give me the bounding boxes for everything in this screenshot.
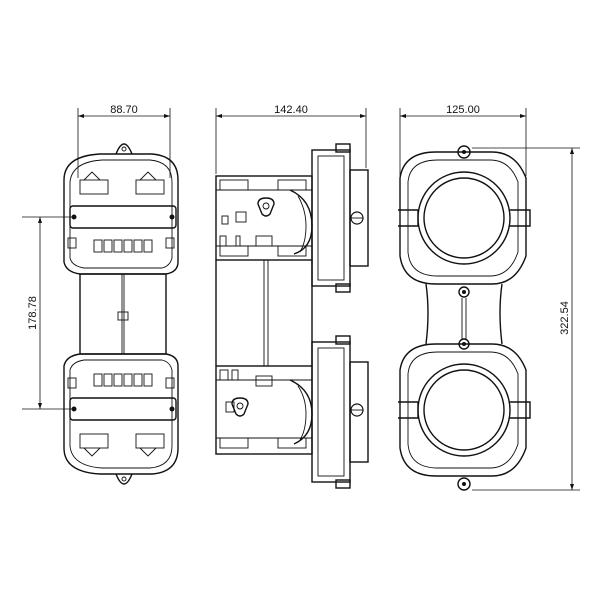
side-width-label: 142.40 <box>274 104 308 116</box>
front-width-dimension: 88.70 <box>77 104 171 178</box>
end-width-label: 125.00 <box>446 104 480 116</box>
side-view <box>215 143 369 489</box>
front-spacing-label: 178.78 <box>27 296 39 330</box>
end-height-dimension: 322.54 <box>472 147 580 491</box>
side-width-dimension: 142.40 <box>215 104 367 174</box>
front-view <box>63 143 179 485</box>
end-height-label: 322.54 <box>559 301 571 335</box>
end-width-dimension: 125.00 <box>399 104 527 176</box>
front-spacing-dimension: 178.78 <box>22 216 72 410</box>
end-view <box>398 145 531 491</box>
front-width-label: 88.70 <box>110 104 138 116</box>
